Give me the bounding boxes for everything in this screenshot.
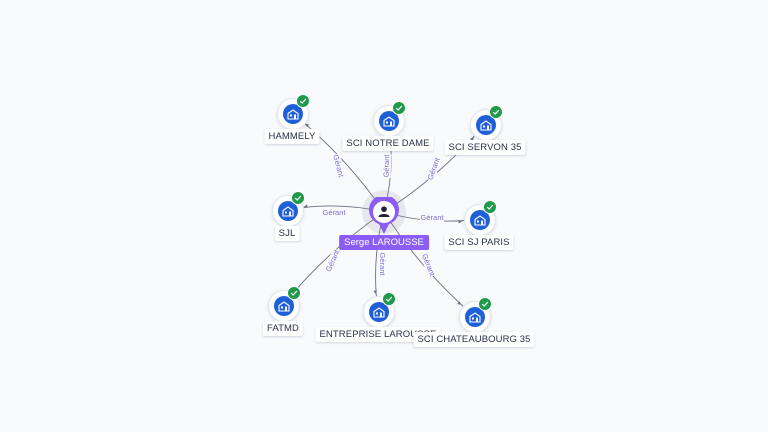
company-circle — [272, 191, 305, 227]
edge-arrow — [305, 123, 310, 128]
edge-label: Gérant — [324, 248, 342, 273]
edge-label: Gérant — [378, 253, 387, 277]
building-icon — [470, 210, 490, 230]
company-name: SCI NOTRE DAME — [342, 136, 434, 151]
building-icon — [379, 111, 399, 131]
check-icon — [296, 94, 310, 108]
check-icon — [392, 101, 406, 115]
building-icon — [274, 296, 294, 316]
company-name: SJL — [274, 226, 300, 241]
check-icon — [483, 200, 497, 214]
building-icon — [283, 104, 303, 124]
building-icon — [476, 115, 496, 135]
company-name: ENTREPRISE LAROUSSE — [315, 327, 441, 342]
company-name: SCI SERVON 35 — [444, 140, 526, 155]
company-circle — [373, 101, 406, 137]
edge-arrow — [457, 301, 462, 305]
edge-label: Gérant — [382, 153, 392, 177]
company-circle — [277, 94, 310, 130]
company-circle — [464, 200, 497, 236]
edge-label: Gérant — [331, 154, 346, 179]
check-icon — [287, 286, 301, 300]
company-name: SCI CHATEAUBOURG 35 — [413, 332, 535, 347]
check-icon — [382, 292, 396, 306]
edge-arrow — [458, 220, 463, 224]
company-circle — [470, 105, 503, 141]
company-name: FATMD — [263, 321, 303, 336]
company-circle — [363, 292, 396, 328]
edge-arrow — [373, 290, 377, 295]
building-icon — [465, 307, 485, 327]
person-icon — [369, 197, 399, 234]
company-circle — [459, 297, 492, 333]
person-name: Serge LAROUSSE — [339, 235, 429, 250]
company-name: SCI SJ PARIS — [444, 235, 514, 250]
edge-label: Gérant — [420, 252, 437, 277]
company-name: HAMMELY — [264, 129, 320, 144]
edge-arrow — [303, 204, 308, 208]
edge-arrow — [470, 136, 474, 141]
check-icon — [291, 191, 305, 205]
building-icon — [278, 201, 298, 221]
company-circle — [268, 286, 301, 322]
edge-label: Gérant — [323, 208, 347, 217]
edge-label: Gérant — [421, 213, 445, 222]
check-icon — [478, 297, 492, 311]
check-icon — [489, 105, 503, 119]
edge-label: Gérant — [425, 156, 442, 181]
building-icon — [369, 302, 389, 322]
